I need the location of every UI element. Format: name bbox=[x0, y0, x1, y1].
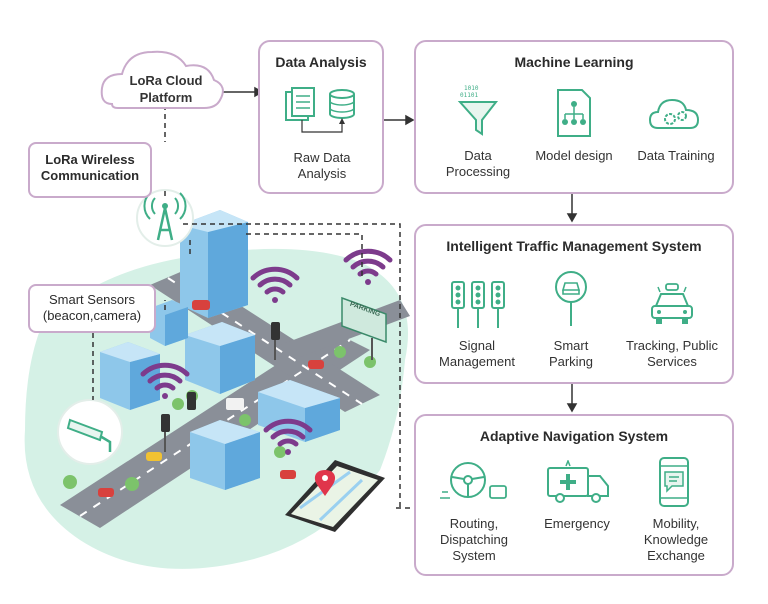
steering-wheel-icon bbox=[440, 462, 507, 499]
svg-text:1010: 1010 bbox=[464, 85, 479, 92]
building-bottom bbox=[190, 420, 260, 490]
traffic-item-1-label: Smart Parking bbox=[548, 338, 594, 369]
traffic-item-0-label: Signal Management bbox=[439, 338, 515, 369]
wireless-callout: LoRa Wireless Communication bbox=[28, 142, 152, 198]
building-right bbox=[258, 380, 340, 442]
building-small-left bbox=[150, 300, 188, 346]
model-diagram-icon bbox=[557, 89, 591, 137]
svg-text:01101: 01101 bbox=[460, 92, 478, 99]
nav-item-2-label: Mobility, Knowledge Exchange bbox=[643, 516, 709, 563]
mobile-chat-icon bbox=[659, 457, 689, 507]
ml-item-0-label: Data Processing bbox=[445, 148, 511, 179]
building-tower bbox=[180, 210, 248, 318]
wireless-label: LoRa Wireless Communication bbox=[40, 152, 140, 183]
ml-item-2-label: Data Training bbox=[637, 148, 715, 163]
ml-item-1-label: Model design bbox=[535, 148, 613, 163]
security-camera-icon bbox=[57, 399, 123, 465]
traffic-lights-icon bbox=[451, 281, 505, 328]
nav-item-0-label: Routing, Dispatching System bbox=[440, 516, 508, 563]
data-analysis-title: Data Analysis bbox=[275, 54, 367, 70]
cloud-label: LoRa Cloud Platform bbox=[129, 73, 203, 105]
data-analysis-box: Data Analysis Raw Data Analysis bbox=[258, 40, 384, 194]
machine-learning-box: Machine Learning 1010 01101 Data Process… bbox=[414, 40, 734, 194]
adaptive-navigation-title: Adaptive Navigation System bbox=[479, 428, 669, 444]
wifi-signals bbox=[140, 248, 393, 455]
smartphone-map-icon bbox=[285, 460, 385, 532]
traffic-management-title: Intelligent Traffic Management System bbox=[446, 238, 702, 254]
sensors-callout: Smart Sensors (beacon,camera) bbox=[28, 284, 156, 333]
machine-learning-title: Machine Learning bbox=[514, 54, 634, 70]
adaptive-navigation-box: Adaptive Navigation System Routing, Disp… bbox=[414, 414, 734, 576]
cloud-gears-icon bbox=[648, 98, 700, 129]
documents-database-icon bbox=[285, 87, 355, 133]
city-traffic-lights bbox=[161, 322, 280, 452]
traffic-item-2-label: Tracking, Public Services bbox=[626, 338, 718, 369]
raw-data-label: Raw Data Analysis bbox=[293, 150, 351, 181]
parking-sign bbox=[341, 296, 387, 360]
building-left bbox=[100, 342, 160, 410]
nav-item-1-label: Emergency bbox=[544, 516, 610, 531]
police-car-icon bbox=[651, 282, 693, 324]
building-mid bbox=[185, 322, 255, 394]
funnel-icon: 1010 01101 bbox=[457, 85, 499, 136]
ambulance-icon bbox=[547, 460, 609, 503]
parking-pin-icon bbox=[555, 271, 587, 326]
radio-tower-icon bbox=[136, 189, 194, 247]
traffic-management-box: Intelligent Traffic Management System Si… bbox=[414, 224, 734, 384]
cars bbox=[98, 300, 324, 497]
dashed-connectors bbox=[92, 105, 414, 510]
sensors-label: Smart Sensors (beacon,camera) bbox=[42, 292, 142, 323]
cloud-shape bbox=[100, 50, 224, 109]
